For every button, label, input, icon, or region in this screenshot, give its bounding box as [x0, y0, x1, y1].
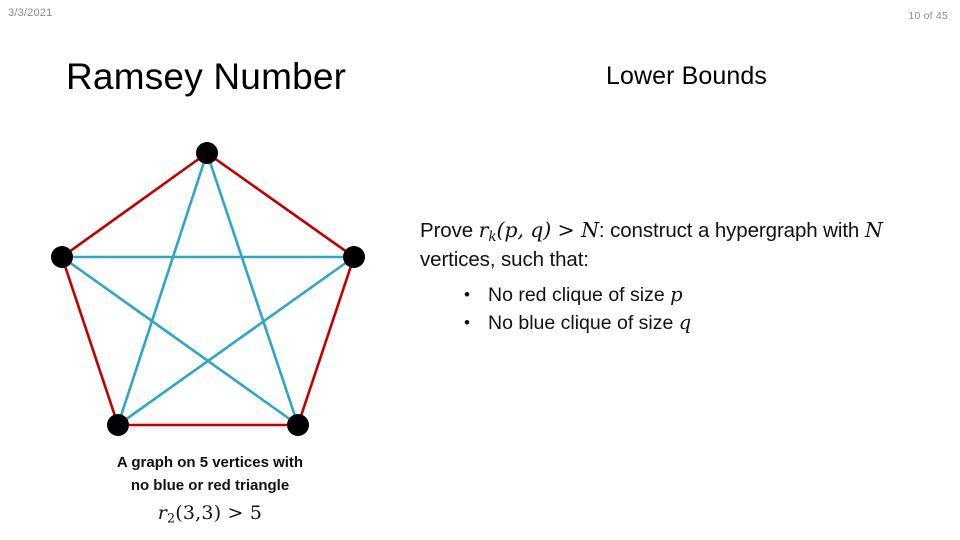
section-title: Lower Bounds [606, 62, 768, 90]
graph-vertex [196, 142, 218, 164]
statement-arguments: (p, q) [496, 218, 552, 242]
bullet-text: No blue clique of size [488, 312, 679, 335]
red-edge-group [60, 151, 356, 427]
list-item: • No red clique of size p [420, 281, 930, 310]
caption-line-2: no blue or red triangle [130, 476, 290, 494]
blue-edge [205, 151, 300, 427]
formula-r-symbol: r [157, 501, 168, 524]
pentagon-pentagram-graph [51, 142, 365, 436]
content-body: Prove rk(p, q) > N: construct a hypergra… [420, 216, 930, 338]
formula-subscript: 2 [167, 510, 176, 526]
graph-vertex [343, 246, 365, 268]
slide-date: 3/3/2021 [8, 7, 53, 19]
bullet-icon: • [464, 313, 470, 333]
statement-prefix: Prove [420, 219, 479, 242]
red-edge [205, 151, 356, 259]
graph-vertex [107, 414, 129, 436]
statement-relation: > [551, 218, 582, 242]
proof-statement: Prove rk(p, q) > N: construct a hypergra… [420, 216, 930, 275]
ramsey-graph-figure [20, 128, 400, 458]
bullet-icon: • [464, 284, 470, 304]
bullet-text: No red clique of size [488, 283, 671, 306]
formula-relation: > [221, 501, 250, 524]
statement-tail-text: vertices, such that: [420, 248, 589, 272]
figure-caption: A graph on 5 vertices with no blue or re… [60, 452, 360, 528]
formula-arguments: (3,3) [175, 501, 222, 524]
red-edge [60, 151, 209, 259]
statement-n-symbol-2: N [864, 218, 883, 242]
blue-edge-group [60, 151, 356, 427]
condition-list: • No red clique of size p • No blue clique… [420, 281, 930, 338]
blue-edge [116, 255, 356, 427]
statement-r-subscript: k [488, 228, 497, 245]
statement-r-symbol: r [478, 218, 489, 242]
page-title: Ramsey Number [66, 56, 347, 97]
formula-value: 5 [249, 501, 263, 524]
blue-edge [116, 151, 209, 427]
red-edge [60, 255, 120, 427]
slide-number-indicator: 10 of 45 [908, 10, 948, 22]
statement-middle-text: : construct a hypergraph with [598, 219, 865, 242]
list-item: • No blue clique of size q [420, 309, 930, 338]
caption-formula: r2(3,3) > 5 [60, 499, 360, 529]
graph-vertex [51, 246, 73, 268]
blue-edge [60, 255, 300, 427]
graph-vertex [287, 414, 309, 436]
vertex-group [51, 142, 365, 436]
red-edge [296, 255, 356, 427]
bullet-symbol: p [670, 282, 683, 306]
caption-line-1: A graph on 5 vertices with [116, 454, 304, 471]
bullet-symbol: q [678, 311, 692, 335]
statement-n-symbol: N [581, 218, 599, 242]
